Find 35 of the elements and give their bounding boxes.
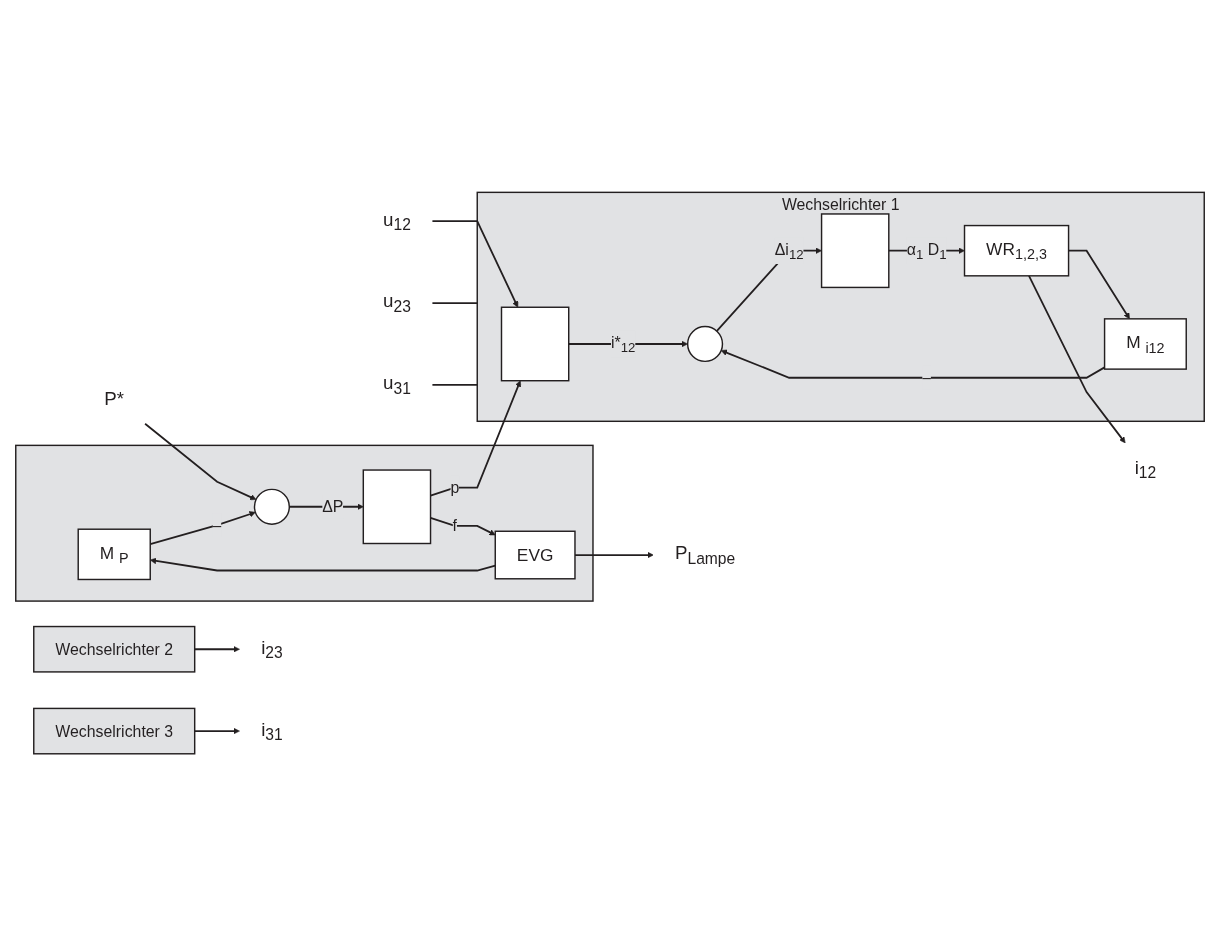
edge-label: Δi$_{12}$	[774, 239, 804, 261]
node-circle	[253, 488, 290, 525]
node-box: Wechselrichter 3	[32, 707, 195, 754]
node-box: EVG	[494, 530, 576, 579]
node-text: i$_{23}$	[260, 635, 283, 662]
arrow	[720, 349, 1105, 379]
node-text: P*	[103, 387, 124, 409]
edge-label: i*$_{12}$	[610, 333, 635, 355]
arrow	[1027, 274, 1125, 443]
arrow	[431, 219, 518, 308]
node-box: Wechselrichter 2	[32, 625, 195, 673]
edge-label: –	[921, 368, 931, 387]
node-box	[500, 306, 569, 381]
node-box	[820, 212, 889, 288]
node-text: u$_{31}$	[382, 371, 411, 397]
node-text: u$_{12}$	[382, 207, 411, 234]
edge-label: –	[212, 515, 222, 534]
edge-label: α$_{1}$ D$_{1}$	[906, 239, 947, 261]
node-text: u$_{23}$	[382, 289, 411, 316]
arrow	[143, 422, 256, 500]
node-text: i$_{31}$	[260, 717, 283, 744]
node-box: WR$_{1,2,3}$	[963, 224, 1069, 277]
node-box	[362, 468, 431, 544]
edge-label: p	[449, 478, 459, 497]
node-text: i$_{12}$	[1134, 456, 1156, 482]
cluster	[14, 444, 594, 602]
node-circle	[686, 325, 723, 362]
arrow	[429, 379, 521, 497]
node-box: M $_{P}$	[77, 528, 151, 580]
node-box: M $_{i12}$	[1103, 317, 1187, 370]
node-text: P$_{Lampe}$	[674, 541, 735, 568]
edge-label: ΔP	[321, 497, 343, 516]
connector	[431, 383, 478, 386]
connector	[431, 301, 478, 304]
edge-label: f	[452, 516, 457, 535]
